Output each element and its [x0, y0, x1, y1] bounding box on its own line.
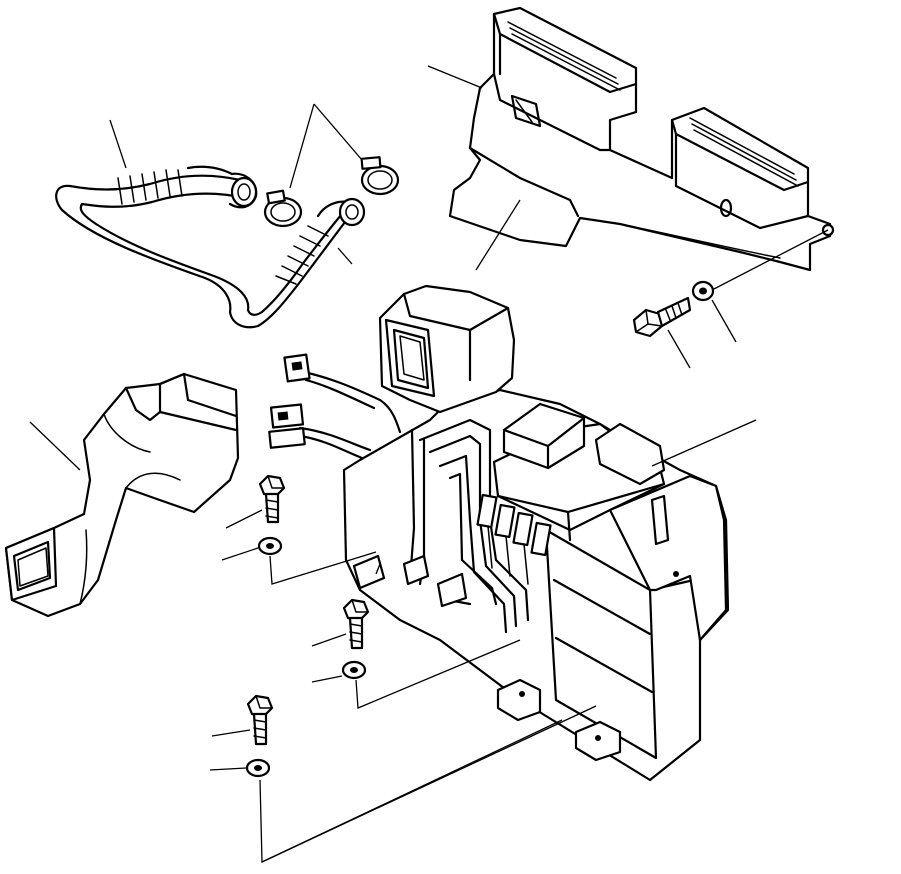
- wiring-harness: [268, 353, 402, 460]
- hose-clamp-left: [263, 189, 303, 228]
- air-duct-upper: [427, 6, 835, 272]
- heater-unit: [268, 284, 757, 782]
- resistor-connectors: [476, 493, 552, 585]
- washer-upper: [691, 229, 829, 343]
- mounting-bolt-2: [311, 598, 370, 650]
- hose-ribs-right: [275, 225, 329, 285]
- washer-3: [209, 758, 271, 778]
- heater-hose-assembly: [55, 119, 366, 329]
- fastener-leaders: [259, 551, 597, 864]
- mounting-bolt-upper: [632, 296, 692, 369]
- mounting-bolt-3: [211, 694, 274, 746]
- hose-ribs-left: [117, 169, 183, 205]
- washer-1: [221, 536, 283, 561]
- air-duct-side: [4, 372, 240, 618]
- hose-clamps: [263, 103, 400, 228]
- washer-2: [311, 660, 367, 683]
- hose-clamp-right: [360, 156, 400, 196]
- mounting-bolt-1: [225, 474, 286, 529]
